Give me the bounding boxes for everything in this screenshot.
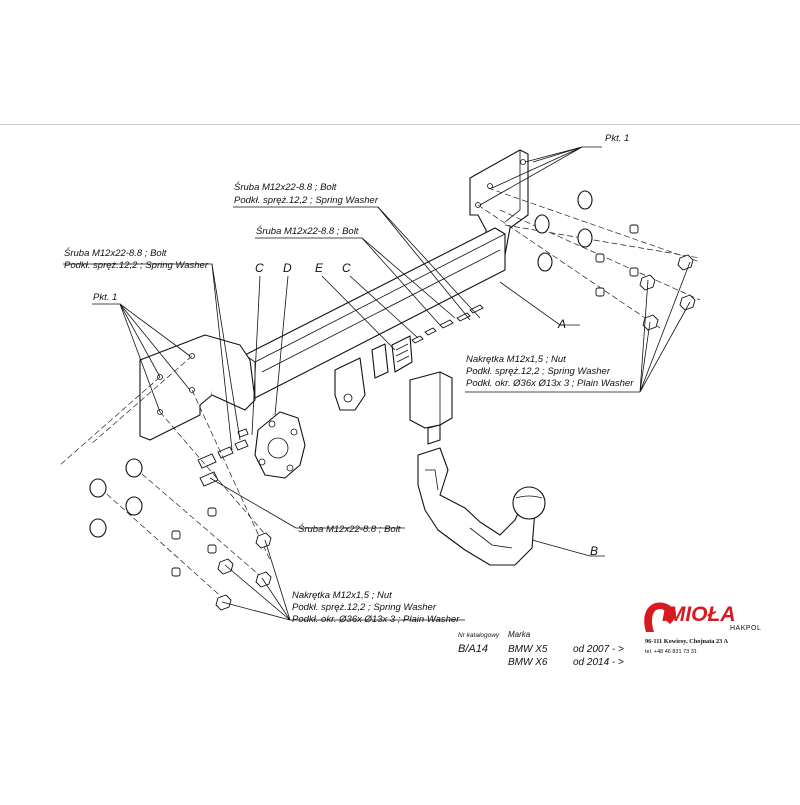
brand-phone: tel. +48 46 831 73 31 bbox=[645, 649, 697, 655]
left-hardware-lines bbox=[59, 355, 272, 611]
label-pkt-left: Pkt. 1 bbox=[93, 292, 117, 303]
catalog-model-2-from: od 2014 - > bbox=[573, 657, 624, 668]
leader-lines bbox=[63, 146, 691, 621]
label-spring-right: Podkł. spręż.12,2 ; Spring Washer bbox=[466, 366, 611, 377]
catalog-model-1: BMW X5 bbox=[508, 644, 548, 655]
right-hardware-lines bbox=[477, 187, 701, 331]
label-nut-bottom: Nakrętka M12x1,5 ; Nut bbox=[292, 590, 392, 601]
left-mounting-bracket bbox=[139, 334, 256, 441]
label-bolt-top-2: Śruba M12x22-8.8 ; Bolt bbox=[256, 225, 359, 237]
label-pkt-right: Pkt. 1 bbox=[605, 133, 629, 144]
catalog-nr-value: B/A14 bbox=[458, 643, 488, 655]
label-bolt-left: Śruba M12x22-8.8 ; Bolt bbox=[64, 247, 167, 259]
catalog-nr-label: Nr katalogowy bbox=[458, 632, 500, 639]
ball-holder-bracket bbox=[409, 371, 453, 445]
centre-hanger-bracket bbox=[334, 343, 389, 411]
part-letter-c1: C bbox=[255, 261, 264, 275]
top-border-line bbox=[0, 124, 800, 125]
label-washer-left: Podkł. spręż.12,2 ; Spring Washer bbox=[64, 260, 209, 271]
catalog-marka-label: Marka bbox=[508, 630, 531, 639]
label-washer-top-1: Podkł. spręż.12,2 ; Spring Washer bbox=[234, 195, 379, 206]
callout-labels: Pkt. 1 Śruba M12x22-8.8 ; Bolt Podkł. sp… bbox=[64, 133, 634, 625]
label-spring-bottom: Podkł. spręż.12,2 ; Spring Washer bbox=[292, 602, 437, 613]
label-bolt-bottom: Śruba M12x22-8.8 ; Bolt bbox=[298, 523, 401, 535]
towhook-logo-icon bbox=[644, 602, 675, 632]
catalog-block: Nr katalogowy Marka B/A14 BMW X5 od 2007… bbox=[458, 630, 624, 668]
socket-plate-e bbox=[391, 304, 484, 373]
part-letter-c2: C bbox=[342, 261, 351, 275]
catalog-model-2: BMW X6 bbox=[508, 657, 548, 668]
part-letter-d: D bbox=[283, 261, 292, 275]
part-letter-a: A bbox=[557, 317, 566, 331]
label-bolt-top-1: Śruba M12x22-8.8 ; Bolt bbox=[234, 181, 337, 193]
part-letter-e: E bbox=[315, 261, 324, 275]
label-nut-right: Nakrętka M12x1,5 ; Nut bbox=[466, 354, 566, 365]
brand-logo: IMIOŁA HAKPOL 96-111 Kowiesy, Chojnata 2… bbox=[644, 602, 761, 655]
label-plain-bottom: Podkł. okr. Ø36x Ø13x 3 ; Plain Washer bbox=[292, 614, 460, 625]
brand-name: IMIOŁA bbox=[662, 603, 736, 626]
socket-plate-d bbox=[254, 411, 306, 479]
label-plain-right: Podkł. okr. Ø36x Ø13x 3 ; Plain Washer bbox=[466, 378, 634, 389]
brand-address: 96-111 Kowiesy, Chojnata 23 A bbox=[645, 638, 729, 645]
tow-ball-arm-b bbox=[417, 447, 546, 566]
brand-sub: HAKPOL bbox=[730, 625, 761, 632]
catalog-model-1-from: od 2007 - > bbox=[573, 644, 624, 655]
part-letter-b: B bbox=[590, 544, 598, 558]
